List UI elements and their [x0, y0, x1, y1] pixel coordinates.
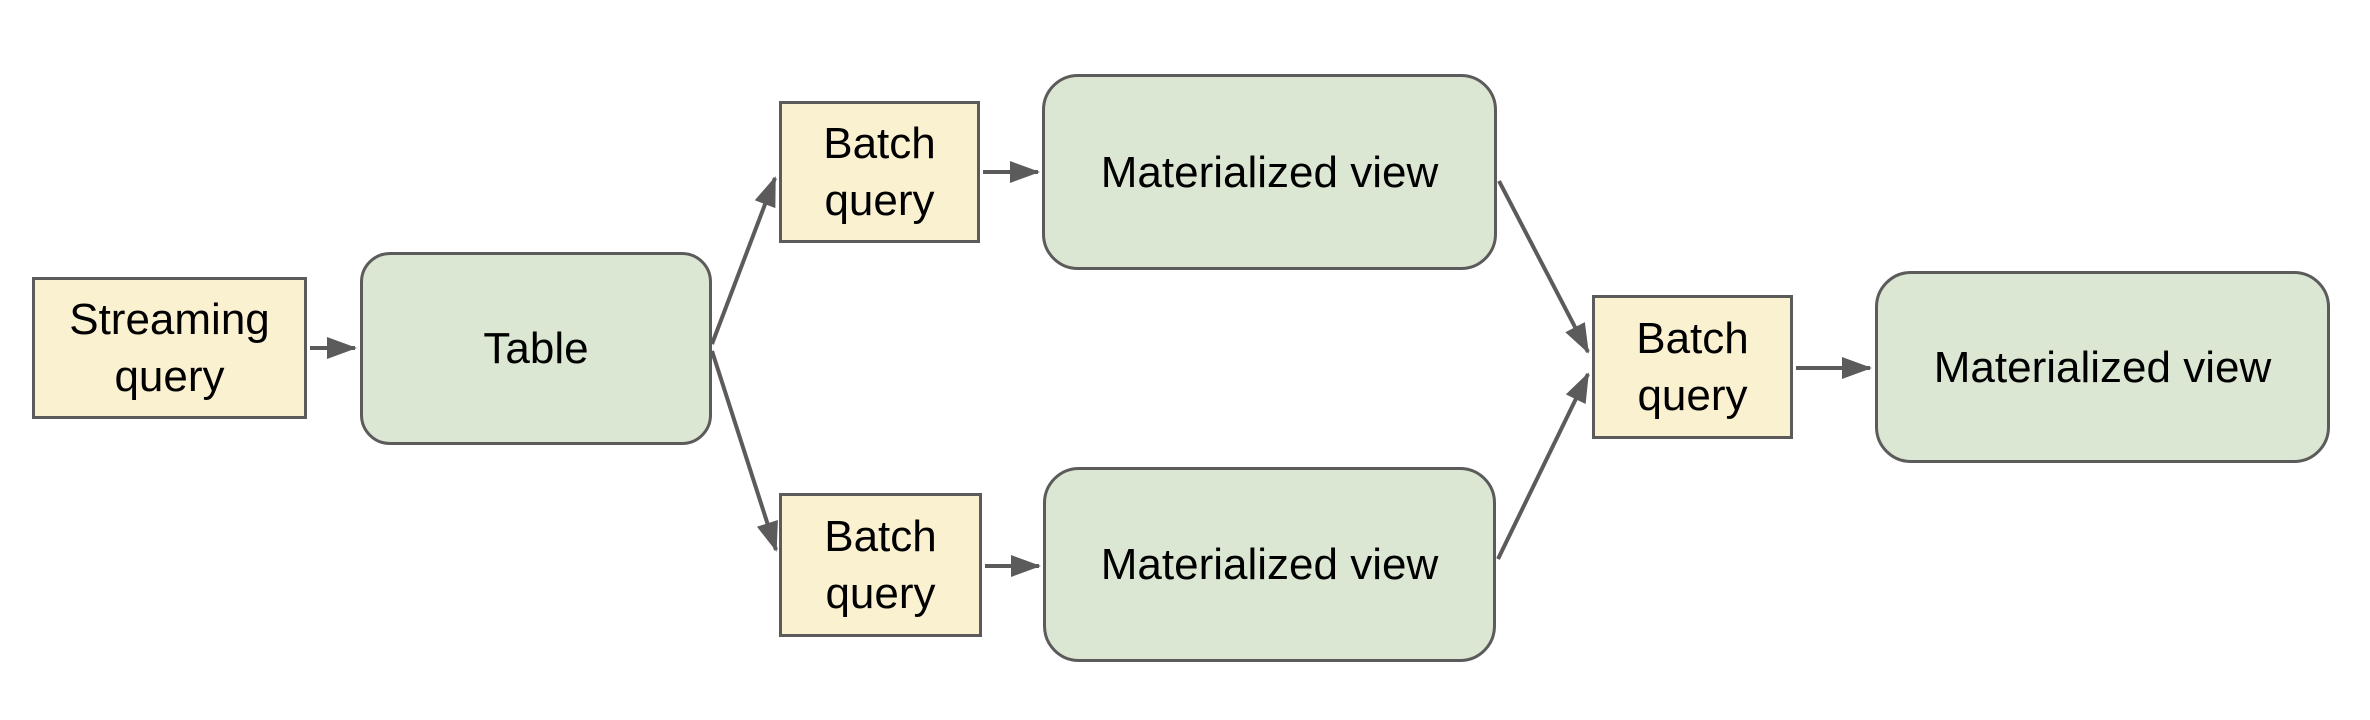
node-table-label: Table — [483, 324, 589, 373]
connector-arrow-mv-bottom-to-batch-right — [1496, 372, 1590, 560]
node-batch-query-right: Batch query — [1592, 295, 1793, 439]
node-table: Table — [360, 252, 712, 445]
node-batch-query-right-label: Batch query — [1636, 314, 1749, 420]
node-batch-query-top: Batch query — [779, 101, 980, 243]
node-materialized-view-right: Materialized view — [1875, 271, 2330, 463]
node-materialized-view-top-label: Materialized view — [1100, 147, 1439, 197]
node-batch-query-bottom: Batch query — [779, 493, 982, 637]
node-streaming-query-label: Streaming query — [69, 295, 270, 401]
connector-arrow-table-to-batch-top — [710, 176, 777, 345]
connector-arrow-mv-top-to-batch-right — [1497, 180, 1590, 354]
connector-arrow-table-to-batch-bottom — [710, 350, 778, 552]
node-materialized-view-bottom: Materialized view — [1043, 467, 1496, 662]
node-streaming-query: Streaming query — [32, 277, 307, 419]
node-materialized-view-bottom-label: Materialized view — [1100, 540, 1439, 589]
node-materialized-view-right-label: Materialized view — [1933, 342, 2272, 392]
node-batch-query-bottom-label: Batch query — [824, 512, 937, 618]
node-materialized-view-top: Materialized view — [1042, 74, 1497, 270]
node-batch-query-top-label: Batch query — [823, 119, 936, 225]
